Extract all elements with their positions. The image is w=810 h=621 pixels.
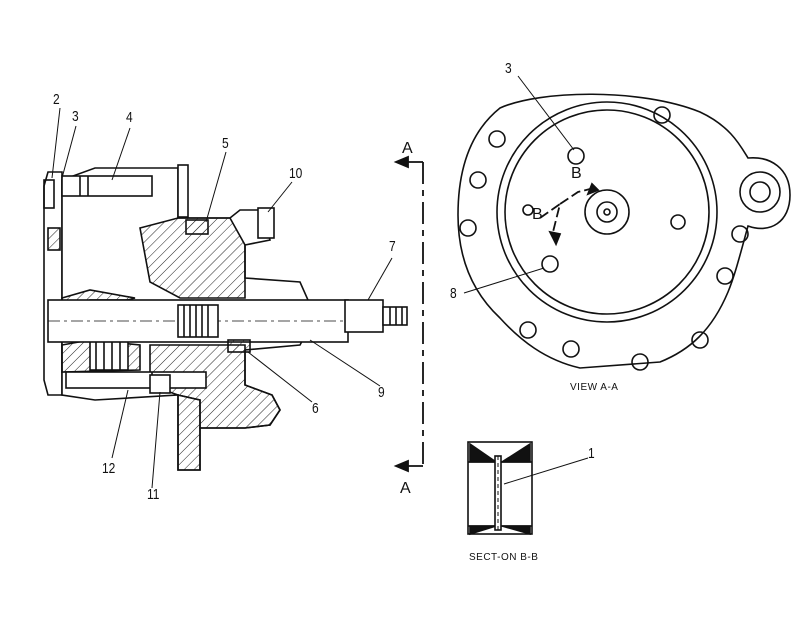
callout-2: 2: [53, 91, 60, 108]
bolt-hole: [653, 106, 671, 124]
section-mark-b-lower: B: [532, 206, 543, 223]
end-plate: [457, 93, 791, 369]
ear-boss: [739, 171, 781, 213]
left-cover-bolt-head: [43, 179, 55, 209]
callout-7: 7: [389, 238, 396, 255]
bolt-hole: [488, 130, 506, 148]
o-ring-seal: [185, 219, 209, 235]
bolt-hole: [459, 219, 477, 237]
callout-11: 11: [147, 486, 160, 503]
callout-8: 8: [450, 285, 457, 302]
caption-view-aa: VIEW A-A: [570, 382, 619, 393]
callout-3-right: 3: [505, 60, 512, 77]
section-mark-a-bottom: A: [400, 480, 411, 497]
flange-hatch: [177, 393, 201, 471]
leader-lines-right: [463, 75, 575, 294]
bolt-hole: [731, 225, 749, 243]
callout-1: 1: [588, 445, 595, 462]
dowel-hole: [541, 255, 559, 273]
section-mark-b-upper: B: [571, 165, 582, 182]
callout-12: 12: [102, 460, 116, 477]
leader-lines-left: [51, 107, 393, 489]
shaft-seal: [227, 339, 251, 353]
left-cover-plug: [47, 227, 61, 251]
hub: [584, 189, 630, 235]
end-view-aa: [457, 93, 791, 371]
capscrew-upper: [61, 175, 153, 197]
dowel-hole: [567, 147, 585, 165]
inner-bore: [496, 101, 718, 323]
callout-9: 9: [378, 384, 385, 401]
bolt-hole: [631, 353, 649, 371]
dowel-hole: [670, 214, 686, 230]
dowel-hole: [522, 204, 534, 216]
side-section-view: [43, 164, 408, 471]
section-mark-a-top: A: [402, 140, 413, 157]
callout-3-left: 3: [72, 108, 79, 125]
left-cover: [43, 171, 63, 396]
bolt-hole: [519, 321, 537, 339]
side-plug: [257, 207, 275, 239]
housing-hatch-lower: [149, 344, 281, 429]
section-line-bb: [539, 182, 600, 247]
callout-6: 6: [312, 400, 319, 417]
section-line-aa: [393, 155, 424, 473]
bolt-hole: [562, 340, 580, 358]
top-fitting: [177, 164, 189, 218]
shaft-bore: [596, 201, 618, 223]
dowel: [149, 374, 171, 394]
housing-hatch-upper: [139, 217, 246, 299]
caption-section-bb: SECT-ON B-B: [469, 552, 539, 563]
section-bb-detail: [467, 441, 589, 536]
callout-4: 4: [126, 109, 133, 126]
callout-10: 10: [289, 165, 303, 182]
bolt-hole: [716, 267, 734, 285]
bolt-hole: [691, 331, 709, 349]
bolt-hole: [469, 171, 487, 189]
shaft-end-spline: [344, 299, 384, 333]
capscrew-lower: [65, 371, 207, 389]
callout-5: 5: [222, 135, 229, 152]
inner-bore-step: [504, 109, 710, 315]
